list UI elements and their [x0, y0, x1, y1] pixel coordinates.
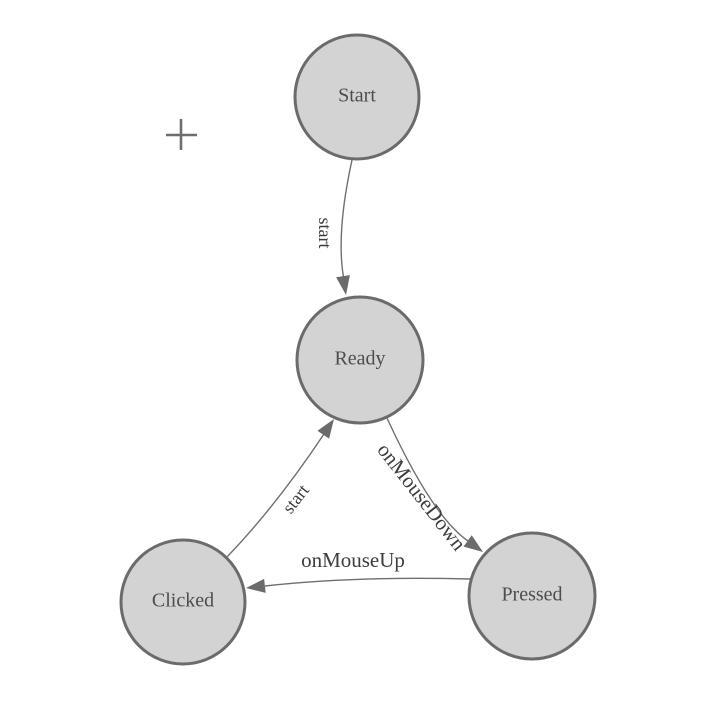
arrowhead-icon: [246, 578, 266, 593]
state-label: Start: [338, 85, 376, 107]
transition-line[interactable]: [264, 577, 471, 587]
transition-label: onMouseDown: [372, 438, 471, 555]
state-node-ready[interactable]: Ready: [295, 295, 425, 425]
crosshair-icon: [166, 119, 197, 150]
transition-line[interactable]: [226, 433, 325, 558]
transition-label: start: [315, 218, 335, 249]
state-label: Pressed: [501, 584, 562, 606]
transition-pressed-to-clicked[interactable]: onMouseUp: [246, 548, 471, 593]
state-node-start[interactable]: Start: [293, 33, 421, 161]
transition-line[interactable]: [340, 159, 353, 278]
transition-line[interactable]: [386, 417, 469, 542]
transition-label: onMouseUp: [301, 548, 405, 572]
state-node-clicked[interactable]: Clicked: [119, 538, 247, 666]
state-node-pressed[interactable]: Pressed: [467, 531, 597, 661]
arrowhead-icon: [463, 535, 483, 552]
state-label: Ready: [334, 348, 385, 370]
state-circle[interactable]: [295, 295, 425, 425]
arrowhead-icon: [317, 419, 334, 439]
state-circle[interactable]: [467, 531, 597, 661]
state-circle[interactable]: [119, 538, 247, 666]
transition-clicked-to-ready[interactable]: start: [226, 419, 334, 558]
transition-start-to-ready[interactable]: start: [315, 159, 353, 295]
arrowhead-icon: [336, 275, 350, 295]
transition-ready-to-pressed[interactable]: onMouseDown: [372, 417, 483, 555]
state-label: Clicked: [152, 590, 214, 612]
transition-label: start: [278, 480, 313, 517]
state-circle[interactable]: [293, 33, 421, 161]
